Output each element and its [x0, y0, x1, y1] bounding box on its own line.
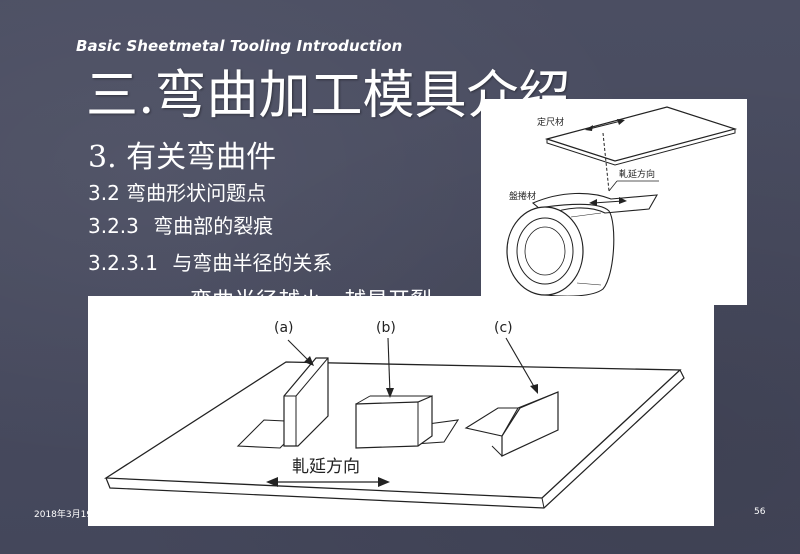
leader-arrow-a-head — [304, 356, 314, 366]
label-sample-b: (b) — [376, 320, 396, 336]
rolling-arrow-head-right — [378, 477, 390, 487]
label-sample-c: (c) — [494, 320, 513, 336]
coil-side-curve — [544, 203, 615, 297]
heading-level-2-text: 弯曲形状问题点 — [126, 181, 267, 205]
heading-level-4: 3.2.3.1 与弯曲半径的关系 — [88, 247, 332, 276]
heading-level-4-number: 3.2.3.1 — [88, 251, 158, 275]
footer-date: 2018年3月19 — [34, 510, 93, 520]
flat-sheet-shape — [544, 106, 738, 162]
heading-level-1: 3. 有关弯曲件 — [88, 140, 277, 175]
sample-b-block — [355, 395, 433, 449]
heading-level-2: 3.2 弯曲形状问题点 — [88, 177, 266, 206]
label-rolling-top: 軋延方向 — [619, 168, 655, 180]
flat-sheet-edge — [546, 129, 736, 166]
heading-level-3: 3.2.3 弯曲部的裂痕 — [88, 210, 273, 239]
leader-arrow-c — [505, 337, 537, 391]
coil-shade-1 — [570, 212, 602, 218]
coil-outer-ring — [506, 206, 584, 296]
label-sheet: 定尺材 — [537, 116, 564, 128]
slide-header: Basic Sheetmetal Tooling Introduction — [76, 37, 403, 55]
coil-arrow-head-right — [619, 197, 627, 204]
sample-a-ridge — [295, 357, 329, 397]
sample-c-right-wing — [501, 391, 559, 457]
sheet-arrow-line — [588, 120, 622, 130]
coil-arrow-line — [592, 200, 624, 204]
heading-level-4-text: 与弯曲半径的关系 — [172, 251, 333, 275]
sheet-arrow-head-right — [617, 119, 625, 125]
figure-bend-samples-drawing: (a) (b) (c) 軋延方向 — [103, 320, 685, 509]
figure-bend-samples: (a) (b) (c) 軋延方向 — [88, 296, 714, 526]
leader-arrow-b — [387, 337, 391, 395]
heading-level-2-number: 3.2 — [88, 181, 120, 205]
leader-arrow-c-head — [530, 384, 538, 394]
coil-shade-2 — [576, 282, 602, 286]
plate-corner-edge — [541, 497, 545, 509]
coil-arrow-head-left — [589, 199, 597, 206]
label-sample-a: (a) — [274, 320, 294, 336]
figure-sheet-coil-drawing: 定尺材 軋延方向 盤捲材 — [506, 106, 738, 297]
figure-sheet-coil: 定尺材 軋延方向 盤捲材 — [481, 99, 747, 305]
heading-level-3-number: 3.2.3 — [88, 214, 139, 238]
heading-level-3-text: 弯曲部的裂痕 — [153, 214, 274, 238]
sheet-arrow-head-left — [585, 125, 593, 131]
label-leader — [608, 180, 618, 192]
sample-a-tab — [283, 357, 329, 447]
label-rolling-main: 軋延方向 — [292, 457, 360, 477]
rolling-arrow-head-left — [266, 477, 278, 487]
sample-c-base-edge — [491, 445, 503, 457]
leader-arrow-a — [287, 339, 311, 363]
leader-arrow-b-head — [386, 388, 394, 398]
label-coil: 盤捲材 — [509, 190, 536, 202]
page-number: 56 — [754, 507, 766, 517]
sample-b-top-left — [355, 395, 371, 405]
coil-inner-ring — [516, 217, 574, 285]
sample-c-ridge — [517, 391, 559, 409]
coil-core-ring — [524, 226, 566, 276]
